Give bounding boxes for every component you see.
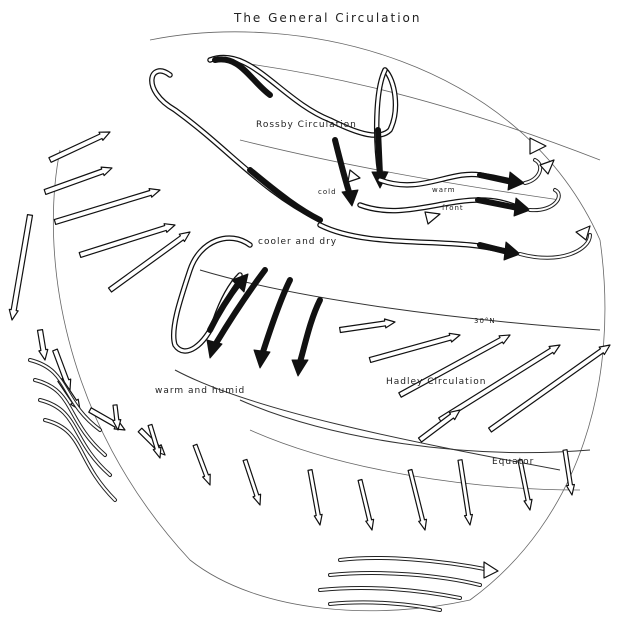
equator-down-arrows: [113, 405, 575, 530]
latitude-30n-band: [175, 270, 600, 470]
equator-band: [240, 400, 590, 490]
left-open-arrow: [9, 215, 32, 320]
hadley-open-arrow: [419, 410, 461, 442]
left-open-arrow: [54, 189, 160, 225]
left-wavy-ribbon: [45, 420, 115, 500]
label-warm-humid: warm and humid: [155, 386, 245, 396]
label-equator: Equator: [492, 457, 534, 467]
equator-down-arrow: [243, 459, 261, 505]
bottom-swirls: [320, 558, 498, 610]
label-hadley: Hadley Circulation: [386, 377, 486, 387]
label-cooler-dry: cooler and dry: [258, 237, 337, 247]
equator-down-arrow: [518, 460, 532, 510]
label-cold: cold: [318, 188, 337, 196]
equator-down-arrow: [458, 460, 472, 525]
hadley-open-arrow: [369, 333, 460, 362]
left-open-arrow: [38, 330, 48, 360]
equator-down-arrow: [408, 470, 426, 531]
left-open-arrows: [9, 132, 190, 500]
left-open-arrow: [44, 167, 112, 194]
label-front: front: [442, 204, 464, 212]
label-warm: warm: [432, 186, 456, 194]
left-open-arrow: [49, 132, 110, 162]
descending-dark-arrows: [174, 238, 320, 376]
equator-down-arrow: [193, 444, 210, 485]
rossby-ribbons: [152, 57, 590, 260]
diagram-title: The General Circulation: [233, 11, 422, 25]
hadley-open-arrow: [340, 319, 395, 333]
equator-down-arrow: [308, 470, 322, 525]
hadley-open-arrow: [489, 345, 610, 432]
label-latitude: 30°N: [474, 317, 496, 325]
rossby-region-lines: [220, 60, 600, 200]
label-rossby: Rossby Circulation: [256, 120, 357, 130]
equator-down-arrow: [358, 480, 374, 531]
